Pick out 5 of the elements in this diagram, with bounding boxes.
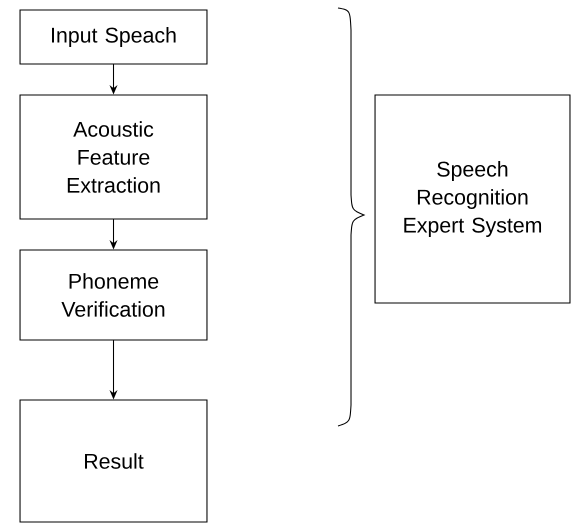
- process-box: Phoneme Verification: [20, 249, 208, 341]
- process-box: Result: [20, 399, 208, 523]
- process-box: Acoustic Feature Extraction: [20, 94, 208, 220]
- process-box: Input Speach: [20, 9, 208, 65]
- process-box: Speech Recognition Expert System: [374, 94, 571, 304]
